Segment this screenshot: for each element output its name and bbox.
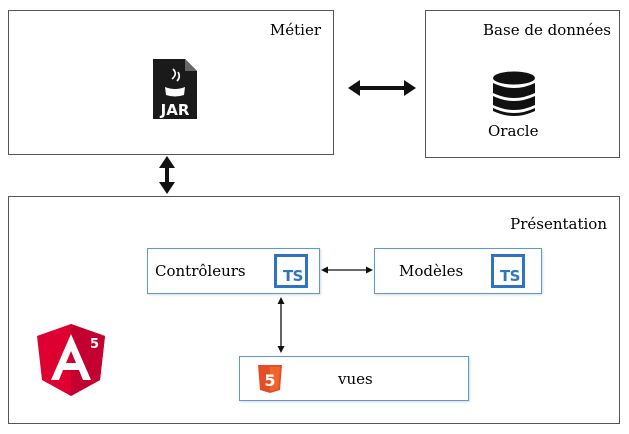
views-box: 5 vues [239,356,469,401]
metier-title: Métier [269,21,321,39]
ts-icon-text: TS [499,267,521,285]
angular-version: 5 [90,337,99,352]
java-jar-icon: JAR [153,59,197,119]
angular-logo-icon: 5 [37,324,105,396]
presentation-title: Présentation [510,215,607,233]
database-title: Base de données [483,21,611,39]
controllers-views-arrow [277,297,285,353]
models-box: Modèles TS [374,248,542,294]
controllers-label: Contrôleurs [155,262,246,280]
models-label: Modèles [399,262,464,280]
views-label: vues [338,370,373,388]
metier-presentation-arrow [159,156,175,194]
oracle-label: Oracle [488,122,539,140]
controllers-models-arrow [321,266,373,274]
typescript-icon: TS [491,254,525,288]
jar-label: JAR [160,101,190,119]
html5-version: 5 [264,371,275,390]
metier-database-arrow [348,80,416,96]
controllers-box: Contrôleurs TS [147,248,320,294]
metier-box: Métier JAR [8,10,334,155]
ts-icon-text: TS [282,267,304,285]
database-icon [493,71,535,116]
database-box: Base de données Oracle [425,10,620,158]
html5-icon: 5 [258,365,282,393]
typescript-icon: TS [274,254,308,288]
